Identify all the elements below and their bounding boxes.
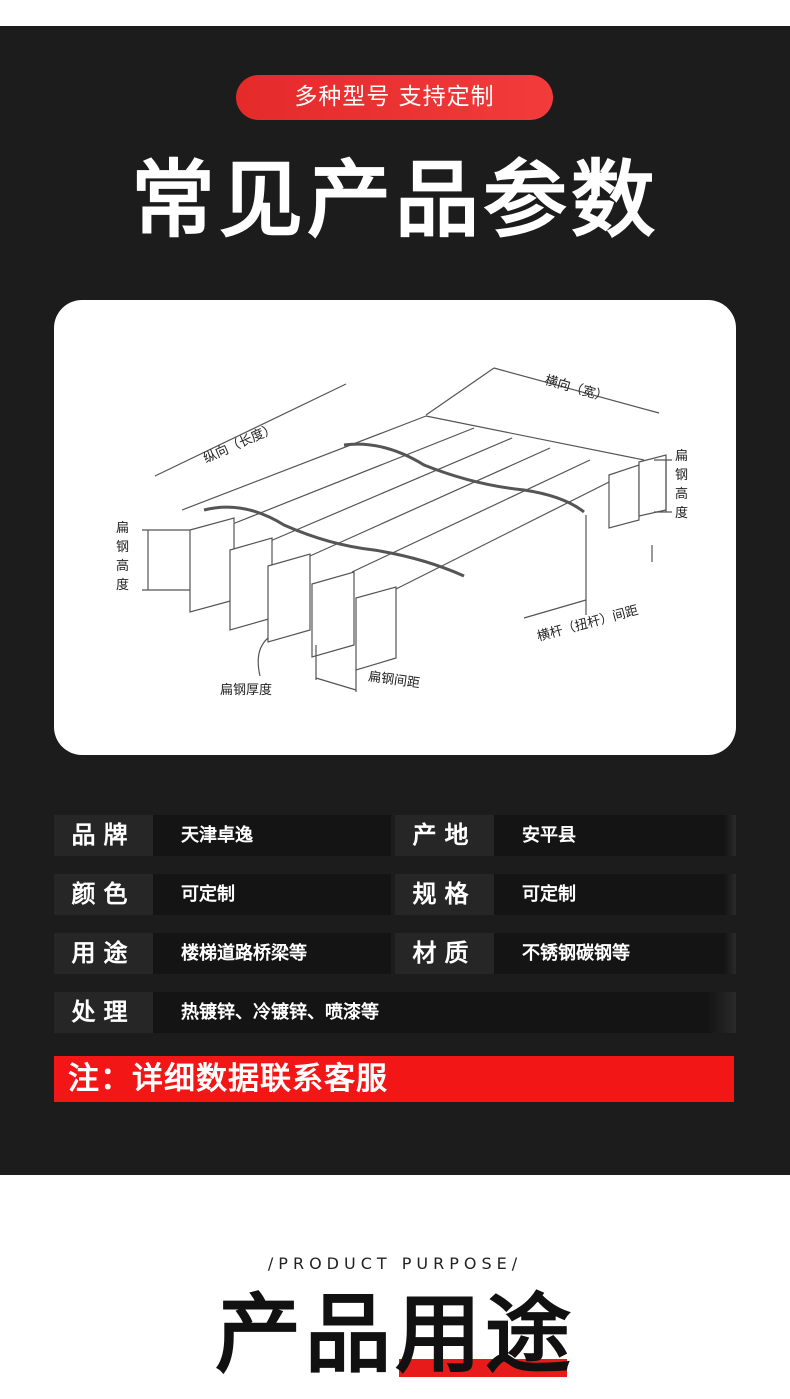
custom-badge: 多种型号 支持定制 (236, 75, 553, 120)
spec-key-color: 颜色 (54, 874, 153, 915)
spec-row-3: 用途 楼梯道路桥梁等 材质 不锈钢碳钢等 (54, 933, 736, 974)
section-title: 常见产品参数 (130, 151, 659, 249)
left-height-char-1: 扁 (116, 521, 129, 536)
spec-value-size: 可定制 (494, 874, 736, 915)
spec-row-2: 颜色 可定制 规格 可定制 (54, 874, 736, 915)
purpose-title-a: 产品 (215, 1285, 395, 1385)
thickness-label: 扁钢厚度 (220, 682, 272, 698)
spec-key-brand: 品牌 (54, 815, 153, 856)
length-label: 纵向（长度） (201, 420, 279, 466)
length-dimension-line (154, 383, 347, 477)
grating-diagram: 纵向（长度） 横向（宽） 扁 钢 高 度 扁 钢 高 度 横杆（扭杆）间距 扁钢… (116, 367, 688, 698)
purpose-title-b: 用途 (395, 1285, 575, 1385)
right-height-char-4: 度 (675, 505, 688, 521)
grating-diagram-card: 纵向（长度） 横向（宽） 扁 钢 高 度 扁 钢 高 度 横杆（扭杆）间距 扁钢… (54, 300, 736, 755)
spec-key-usage: 用途 (54, 933, 153, 974)
spec-value-origin: 安平县 (494, 815, 736, 856)
width-dimension-line (493, 367, 660, 414)
right-height-char-2: 钢 (675, 468, 688, 483)
bar-pitch-label: 扁钢间距 (367, 669, 421, 691)
spec-value-material: 不锈钢碳钢等 (494, 933, 736, 974)
width-guide-line (425, 367, 495, 416)
spec-key-treatment: 处理 (54, 992, 153, 1033)
spec-value-usage: 楼梯道路桥梁等 (153, 933, 391, 974)
left-height-char-2: 钢 (116, 540, 129, 555)
spec-row-1: 品牌 天津卓逸 产地 安平县 (54, 815, 736, 856)
contact-note: 注：详细数据联系客服 (54, 1056, 734, 1102)
spec-value-treatment: 热镀锌、冷镀锌、喷漆等 (153, 992, 736, 1033)
spec-key-size: 规格 (395, 874, 494, 915)
spec-value-color: 可定制 (153, 874, 391, 915)
spec-value-brand: 天津卓逸 (153, 815, 391, 856)
left-height-char-4: 度 (116, 577, 129, 593)
left-height-char-3: 高 (116, 558, 129, 574)
purpose-title: 产品用途 (0, 1285, 790, 1399)
right-height-char-3: 高 (675, 486, 688, 502)
spec-row-4: 处理 热镀锌、冷镀锌、喷漆等 (54, 992, 736, 1033)
purpose-subtitle: /PRODUCT PURPOSE/ (267, 1254, 523, 1273)
spec-key-origin: 产地 (395, 815, 494, 856)
spec-key-material: 材质 (395, 933, 494, 974)
width-label: 横向（宽） (543, 372, 610, 405)
right-height-char-1: 扁 (675, 449, 688, 464)
